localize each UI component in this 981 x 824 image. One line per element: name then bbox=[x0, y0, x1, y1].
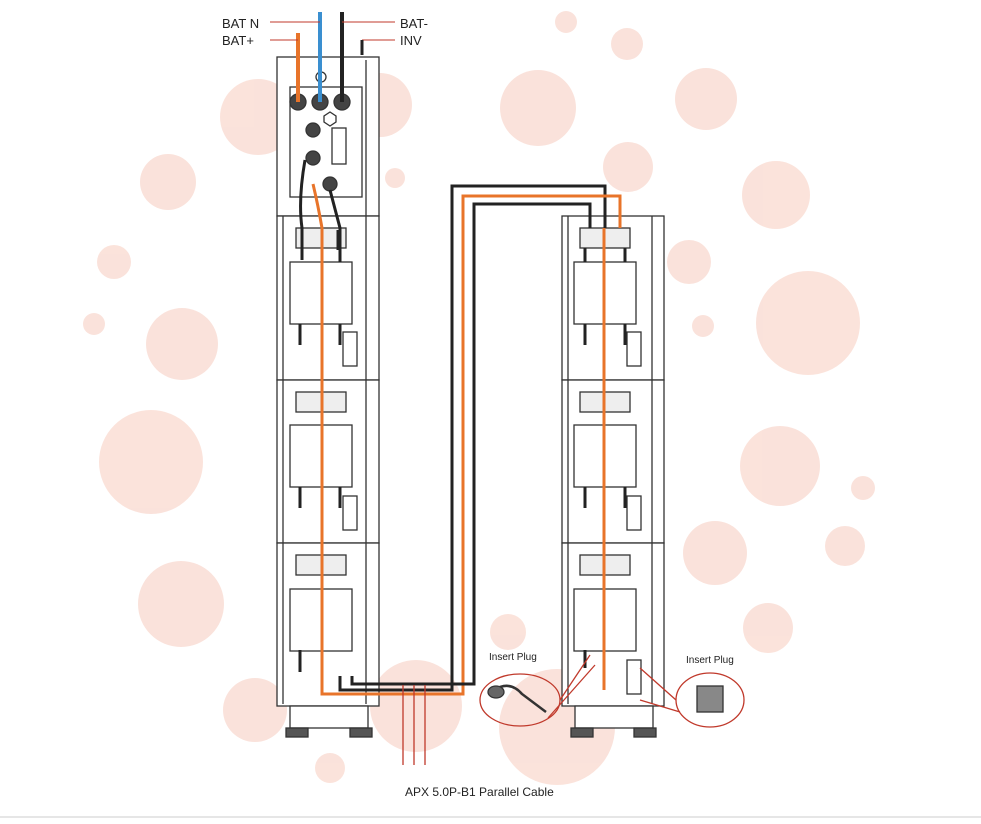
parallel-black-outer bbox=[338, 184, 607, 692]
parallel-orange bbox=[320, 194, 622, 696]
label-insert-plug-right: Insert Plug bbox=[686, 655, 734, 666]
label-bat-neg: BAT- bbox=[400, 16, 428, 31]
cables bbox=[270, 12, 627, 765]
label-bat-pos: BAT+ bbox=[222, 33, 254, 48]
label-bat-n: BAT N bbox=[222, 16, 259, 31]
insert-plug-callout-right bbox=[639, 667, 745, 728]
left-base bbox=[289, 705, 369, 729]
parallel-black-inner bbox=[350, 202, 592, 686]
label-inv: INV bbox=[400, 33, 422, 48]
background-bubbles bbox=[83, 11, 875, 785]
right-battery-tower bbox=[561, 215, 665, 738]
insert-plug-callout-left bbox=[479, 654, 596, 727]
label-parallel-cable: APX 5.0P-B1 Parallel Cable bbox=[405, 785, 554, 799]
right-base bbox=[574, 705, 654, 729]
label-insert-plug-left: Insert Plug bbox=[489, 652, 537, 663]
left-battery-tower bbox=[276, 56, 380, 738]
